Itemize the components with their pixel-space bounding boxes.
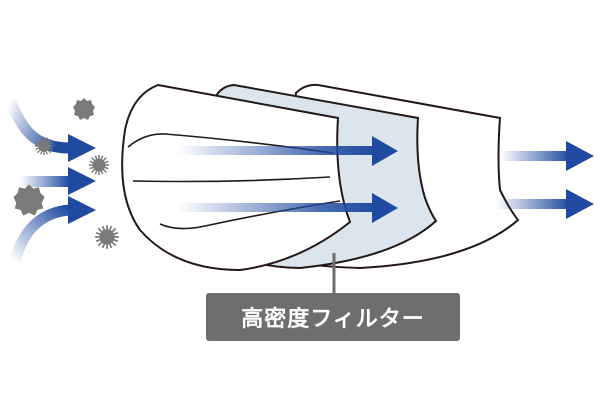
filtered-airflow-arrows <box>178 136 398 223</box>
virus-icon <box>34 136 54 156</box>
virus-icon <box>94 224 120 250</box>
label-text: 高密度フィルター <box>241 307 425 332</box>
virus-icon <box>88 154 110 176</box>
dust-icon <box>13 184 45 216</box>
pollen-icon <box>73 98 95 120</box>
high-density-filter-label: 高密度フィルター <box>206 293 460 341</box>
incoming-airflow-arrows <box>4 97 96 264</box>
outgoing-airflow-arrows <box>496 141 594 219</box>
